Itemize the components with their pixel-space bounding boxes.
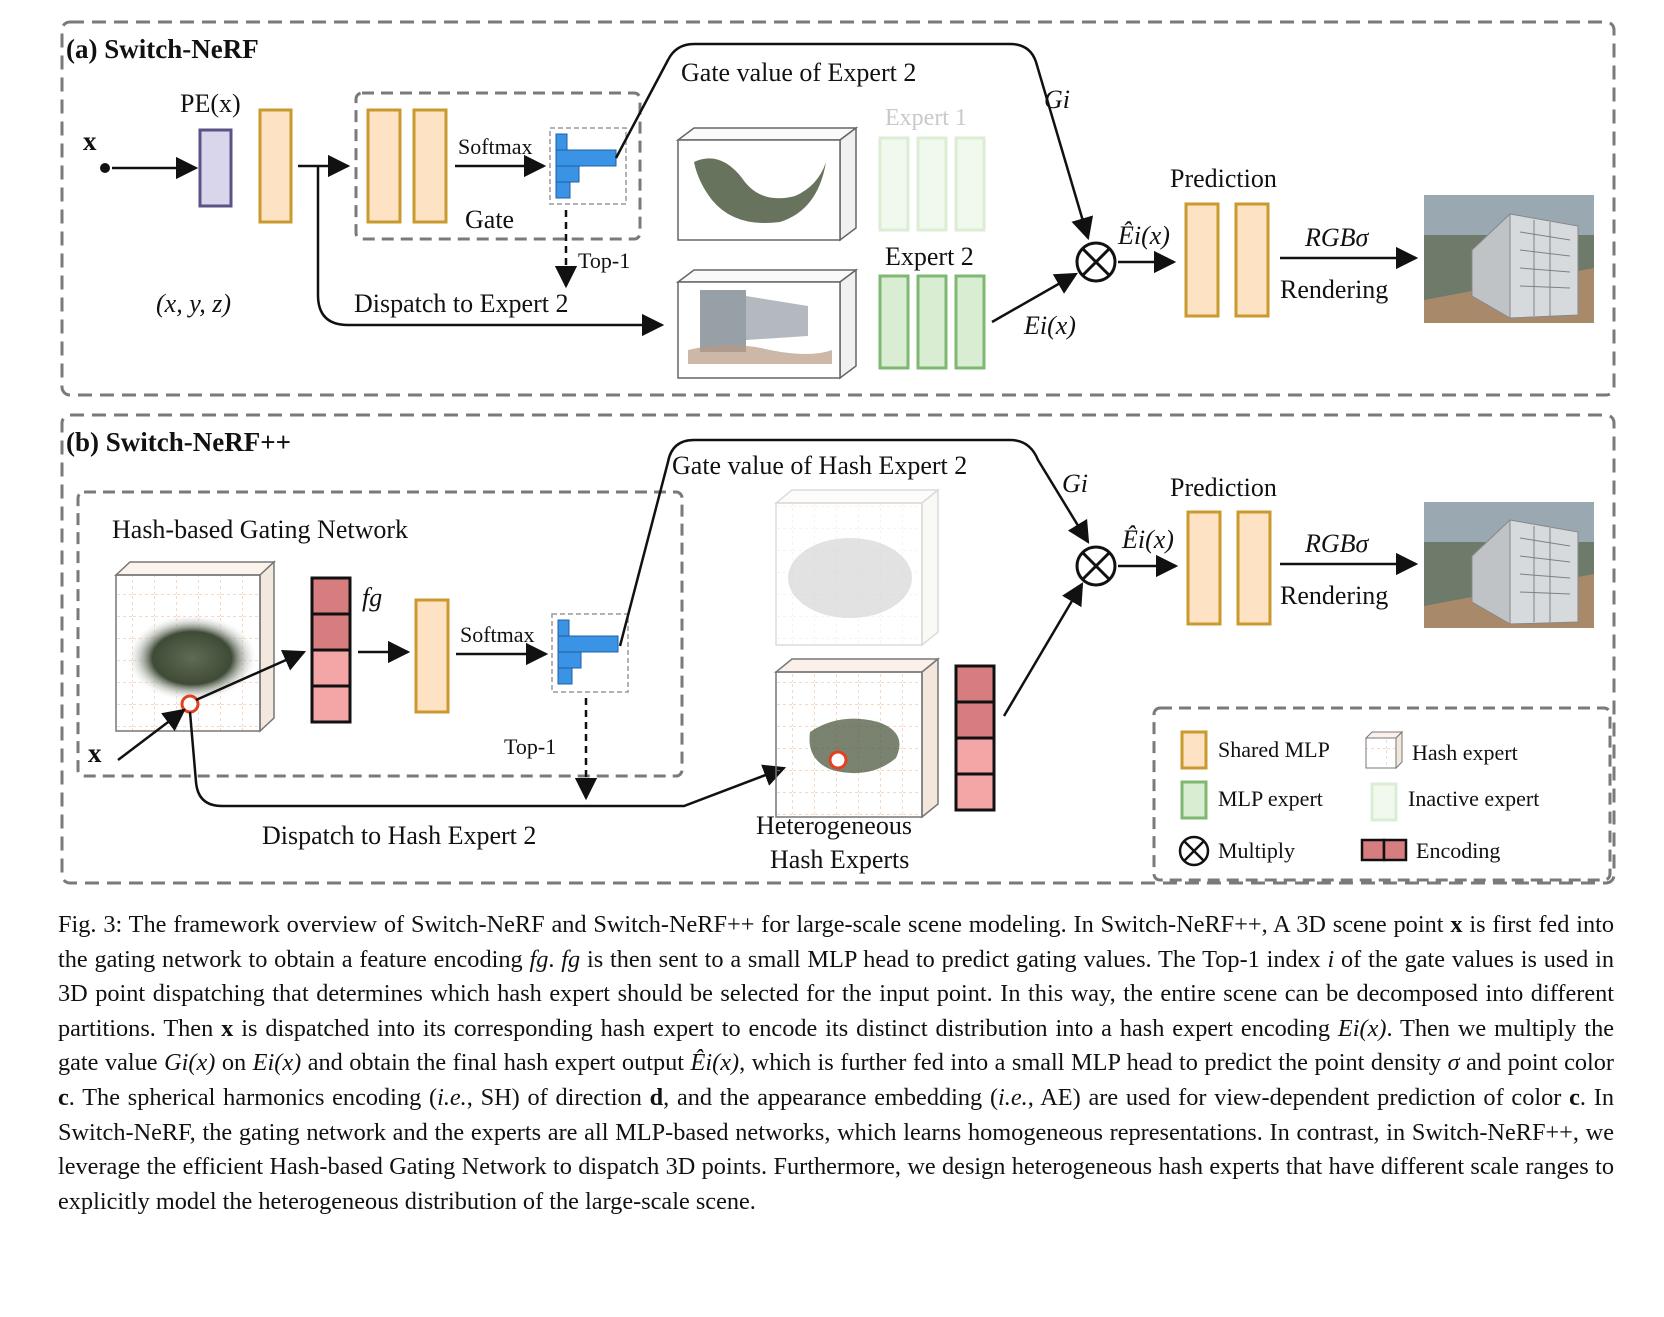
rendering-label-b: Rendering (1280, 581, 1388, 610)
expert2-scene-box (675, 268, 859, 380)
legend-mlp-expert-swatch (1180, 780, 1208, 820)
ei-hat-label-b: Êi(x) (1121, 525, 1174, 554)
prediction-mlp-a1 (1184, 202, 1220, 318)
expert1-scene-box (675, 126, 859, 242)
hetero-label-2: Hash Experts (770, 845, 909, 874)
gating-mlp-b (414, 598, 450, 714)
input-point (100, 163, 110, 173)
gate-values-icon (555, 133, 617, 199)
coords-label: (x, y, z) (156, 289, 231, 318)
fg-label: fg (362, 583, 382, 612)
shared-mlp-block (258, 108, 293, 224)
legend-box (1152, 706, 1612, 882)
legend-mlp-expert-label: MLP expert (1218, 786, 1323, 811)
multiply-icon-a (1075, 241, 1117, 283)
gating-network-box (76, 490, 684, 778)
dispatch-label-a: Dispatch to Expert 2 (354, 289, 568, 318)
softmax-label-b: Softmax (460, 622, 535, 647)
active-hash-expert-cube (773, 657, 941, 819)
gi-label-a: Gi (1044, 85, 1070, 114)
legend-inactive-expert-label: Inactive expert (1408, 786, 1539, 811)
legend-hash-expert-icon (1364, 730, 1404, 770)
expert2-mlps (878, 274, 986, 370)
caption-fig-label: Fig. 3: (58, 911, 123, 938)
gate-values-icon-b (557, 619, 619, 685)
gate-value-label-a: Gate value of Expert 2 (681, 58, 916, 87)
panel-a-title: (a) Switch-NeRF (66, 34, 259, 64)
rgb-label-a: RGBσ (1304, 223, 1370, 252)
legend-encoding-label: Encoding (1416, 838, 1500, 863)
rendered-image-a (1424, 195, 1594, 323)
pe-block (198, 128, 233, 208)
gate-mlp-2 (412, 108, 448, 224)
gate-mlp-1 (366, 108, 402, 224)
prediction-mlp-b2 (1236, 510, 1272, 626)
prediction-mlp-a2 (1234, 202, 1270, 318)
input-x-label: x (83, 126, 97, 156)
gate-label: Gate (465, 205, 514, 234)
panel-b-title: (b) Switch-NeRF++ (66, 427, 291, 457)
expert1-inactive-mlps (878, 136, 986, 232)
top1-label-a: Top-1 (578, 248, 630, 273)
legend-multiply-icon (1178, 835, 1210, 867)
input-x-label-b: x (88, 738, 102, 768)
prediction-label-b: Prediction (1170, 473, 1277, 502)
gating-encoding-column (310, 576, 352, 724)
input-point-b (180, 694, 200, 714)
figure-caption: Fig. 3: The framework overview of Switch… (58, 911, 1615, 1215)
gate-value-label-b: Gate value of Hash Expert 2 (672, 451, 967, 480)
panel-b-border (60, 413, 1616, 885)
gi-label-b: Gi (1062, 469, 1088, 498)
top1-label-b: Top-1 (504, 734, 556, 759)
dispatched-point (828, 750, 848, 770)
hash-expert-encoding-column (954, 664, 996, 812)
gating-network-label: Hash-based Gating Network (112, 515, 408, 544)
expert1-label: Expert 1 (885, 105, 967, 131)
rgb-label-b: RGBσ (1304, 529, 1370, 558)
panel-a-border (60, 20, 1616, 397)
legend-shared-mlp-swatch (1180, 730, 1208, 770)
legend-inactive-expert-swatch (1370, 782, 1398, 822)
legend-multiply-label: Multiply (1218, 838, 1295, 863)
legend-shared-mlp-label: Shared MLP (1218, 737, 1330, 762)
pe-label: PE(x) (180, 89, 241, 118)
hetero-label-1: Heterogeneous (756, 811, 912, 840)
softmax-label-a: Softmax (458, 134, 533, 159)
legend-hash-expert-label: Hash expert (1412, 740, 1518, 765)
dispatch-label-b: Dispatch to Hash Expert 2 (262, 821, 536, 850)
framework-diagram: (a) Switch-NeRF x PE(x) (x, y, z) Dispat… (60, 20, 1616, 885)
multiply-icon-b (1075, 545, 1117, 587)
inactive-hash-expert-cube (773, 488, 941, 647)
rendering-label-a: Rendering (1280, 275, 1388, 304)
rendered-image-b (1424, 502, 1594, 628)
ei-label-a: Ei(x) (1023, 311, 1076, 340)
prediction-mlp-b1 (1186, 510, 1222, 626)
legend-encoding-icon (1360, 838, 1408, 862)
gate-box (354, 91, 642, 241)
expert2-label: Expert 2 (885, 242, 974, 271)
prediction-label-a: Prediction (1170, 164, 1277, 193)
ei-hat-label-a: Êi(x) (1117, 221, 1170, 250)
